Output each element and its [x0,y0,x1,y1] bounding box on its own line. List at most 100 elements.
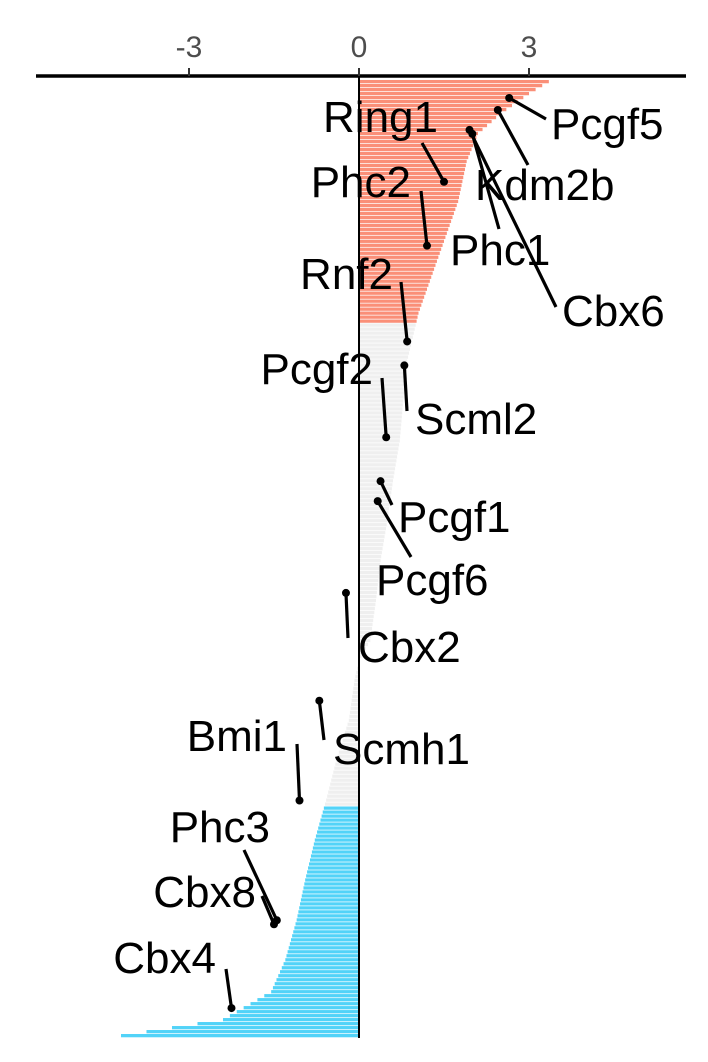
bar [359,80,549,84]
bar [333,770,359,774]
leader-line-ring1 [420,142,446,183]
bar [289,942,359,946]
bar [321,814,359,818]
point-pcgf5 [505,93,514,102]
bar [359,439,400,443]
bar [359,207,456,211]
bar [359,551,382,555]
x-tick-label: 0 [351,31,368,64]
bar [298,910,359,914]
leader-line-bmi1 [295,743,302,801]
highlight-points [227,93,514,1013]
point-cbx4 [227,1004,236,1013]
bar [353,682,359,687]
bar [342,738,359,742]
bar [359,423,402,427]
x-tick-label: 3 [521,31,538,64]
bar [359,427,401,431]
gene-label-pcgf5: Pcgf5 [551,100,664,149]
bar [359,459,397,463]
bar [330,782,359,786]
bar [359,527,386,531]
bar [359,507,390,511]
bar [359,539,384,543]
bar [345,730,359,734]
bar [299,906,359,910]
bar [359,471,395,475]
bar [359,307,420,311]
bar [272,986,359,990]
bar [281,966,359,970]
bar [359,199,459,204]
bar [359,167,465,172]
bar [312,846,359,850]
point-pcgf1 [376,477,385,486]
bar [359,547,383,551]
bar [347,722,359,726]
leader-line-rnf2 [399,281,409,342]
bar [359,443,400,447]
bar [359,519,388,523]
bar [326,798,359,802]
bar [359,155,469,160]
leader-line-scml2 [402,365,409,412]
bar [359,634,371,639]
bar [359,255,439,259]
gene-label-phc3: Phc3 [170,803,270,852]
bar [317,830,359,834]
leader-line-cbx6 [468,129,558,308]
bar [352,690,359,694]
gene-label-phc1: Phc1 [450,226,550,275]
bar [325,802,359,806]
bar [359,467,396,471]
bar [359,431,401,435]
bar [359,555,382,559]
leader-line-pcgf5 [508,96,547,121]
bar [306,874,359,878]
bar [338,750,359,754]
bar [313,842,359,846]
leader-line-cbx8 [260,895,276,925]
bar [359,275,432,279]
bar [250,1002,359,1006]
bar [359,99,518,104]
bar [349,714,359,718]
bar [315,834,359,838]
leader-line-pcgf2 [380,377,388,438]
bar [359,399,404,403]
bar [359,119,492,124]
bar [359,283,429,287]
bar [359,415,402,419]
bar [314,838,359,842]
bar [359,375,406,379]
bar [359,419,402,423]
bar [359,171,465,176]
bar [359,267,435,271]
bar [327,794,359,798]
bar [359,479,393,483]
bar [359,175,464,180]
bar [276,978,359,982]
bar [323,806,359,810]
leader-line-phc3 [242,849,279,921]
leader-line-cbx4 [224,968,234,1009]
bar [359,235,446,239]
point-cbx8 [269,920,278,929]
bar [359,83,543,88]
gene-label-cbx8: Cbx8 [153,868,256,917]
gene-label-pcgf1: Pcgf1 [398,493,511,542]
bar [359,347,410,351]
bar [120,1034,360,1038]
bar [359,131,479,136]
bar [264,994,359,998]
bar [359,239,444,243]
bar [359,359,408,363]
bar [356,670,359,675]
bar [274,982,359,986]
bar [305,878,359,882]
bar [291,938,359,942]
bar [346,726,359,730]
bar [359,211,454,215]
bar [336,758,359,762]
